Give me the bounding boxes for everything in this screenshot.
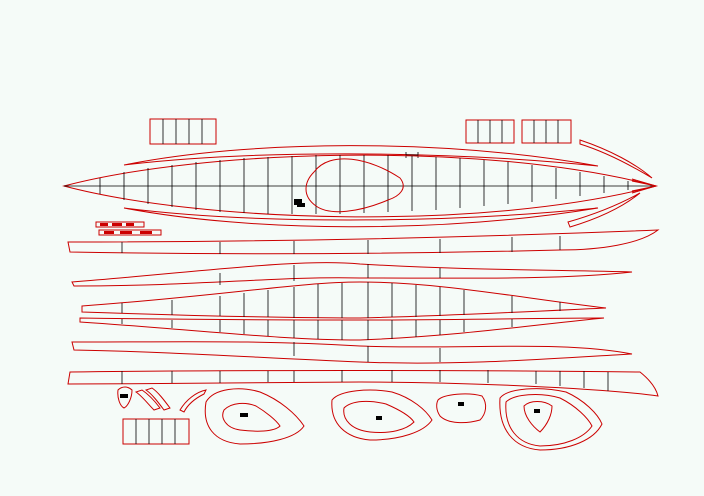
hull-strip-3 — [81, 281, 607, 319]
hull-strip-5 — [71, 341, 633, 364]
hull-strip-4 — [79, 317, 605, 341]
title-block-bottom-left — [122, 418, 190, 445]
bulkhead-1 — [204, 388, 305, 445]
deck-strip-top — [123, 145, 599, 167]
title-block-top-right-2 — [521, 119, 572, 144]
deck-plan — [62, 154, 658, 218]
hull-strip-1 — [67, 229, 660, 255]
title-block-top-left — [149, 118, 217, 145]
bulkhead-2 — [331, 389, 433, 441]
small-part-2 — [134, 387, 171, 411]
hull-strip-6 — [67, 370, 659, 397]
bow-strip-2 — [567, 192, 641, 228]
deck-strip-bottom — [123, 207, 599, 228]
hull-strip-2 — [71, 262, 633, 287]
label-marks — [95, 221, 162, 236]
bulkhead-4 — [499, 388, 603, 451]
title-block-top-right-1 — [465, 119, 515, 144]
small-part-1 — [117, 386, 133, 409]
small-part-3 — [179, 389, 207, 413]
bow-strip-1 — [579, 139, 653, 179]
bulkhead-3 — [436, 393, 487, 424]
